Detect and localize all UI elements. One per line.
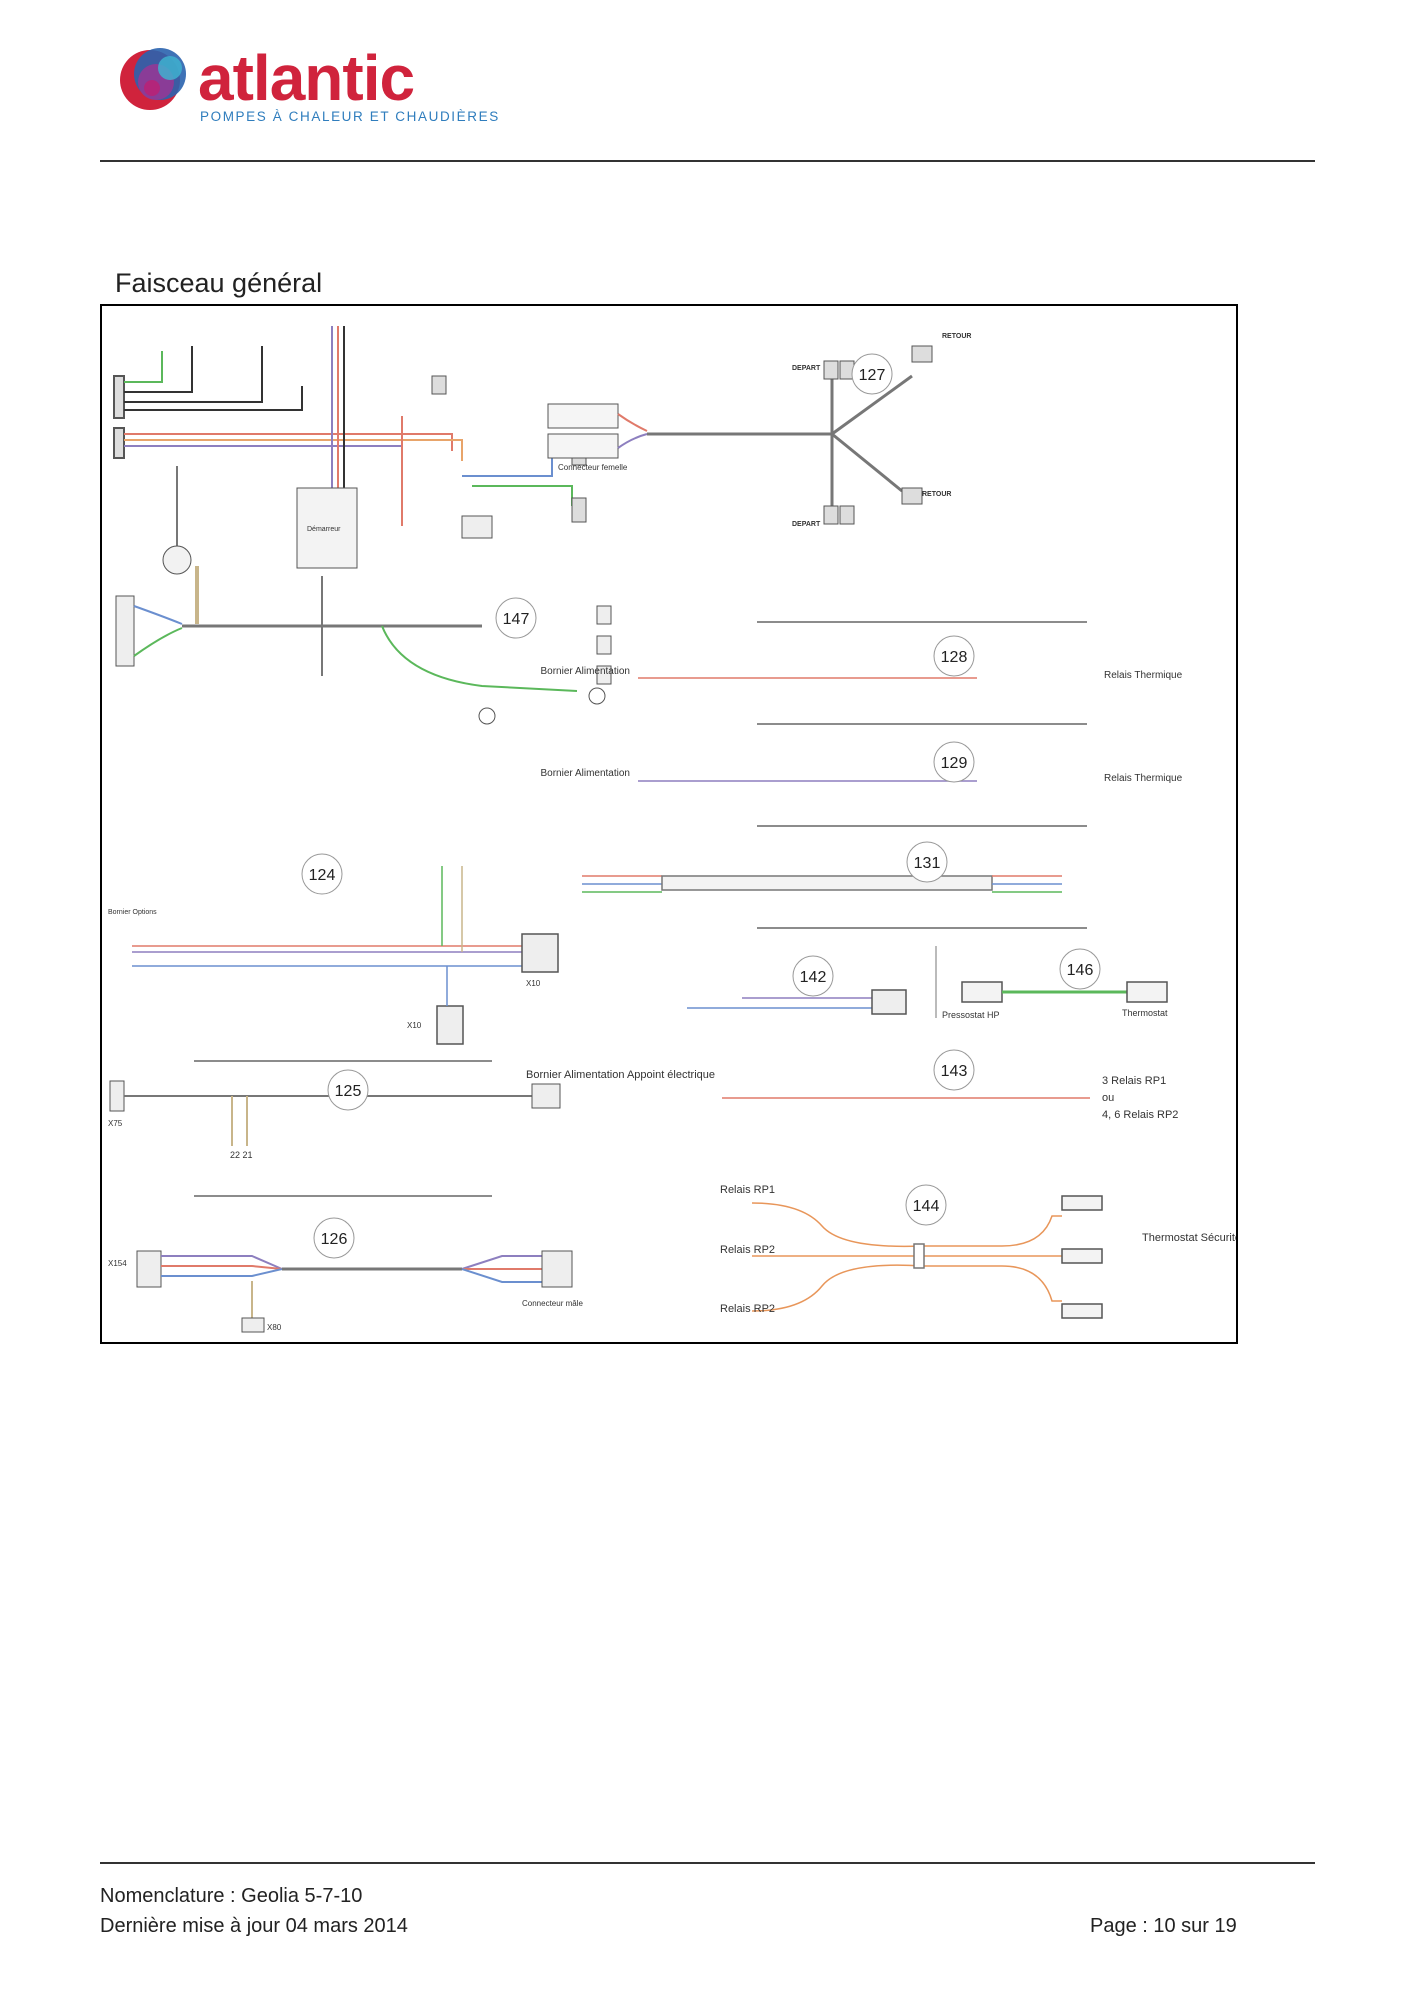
ou-label: ou <box>1102 1092 1114 1104</box>
relais-rp2-or-label: 4, 6 Relais RP2 <box>1102 1109 1178 1121</box>
bubble-143: 143 <box>933 1049 975 1091</box>
bornier-options-label: Bornier Options <box>108 909 157 916</box>
harness-147 <box>115 566 612 725</box>
relais-rp1-label: Relais RP1 <box>720 1184 775 1196</box>
bornier-alim-129: Bornier Alimentation <box>541 768 631 779</box>
harness-126 <box>136 1250 573 1333</box>
connecteur-male-label: Connecteur mâle <box>522 1299 583 1308</box>
svg-text:131: 131 <box>914 855 941 872</box>
bubble-126: 126 <box>313 1217 355 1259</box>
depart-label-top: DEPART <box>792 365 821 372</box>
retour-label-top: RETOUR <box>942 333 971 340</box>
section-title: Faisceau général <box>115 268 323 298</box>
demarreur-label: Démarreur <box>307 526 341 533</box>
bubble-128: 128 <box>933 635 975 677</box>
relais-thermique-129: Relais Thermique <box>1104 773 1183 784</box>
harness-131 <box>582 875 1062 893</box>
bubble-147: 147 <box>495 597 537 639</box>
x80-label: X80 <box>267 1323 282 1332</box>
brand-name: atlantic <box>198 42 415 114</box>
atlantic-logo <box>112 38 492 128</box>
footer-divider <box>100 1862 1315 1864</box>
retour-label-bottom: RETOUR <box>922 491 951 498</box>
diagram-canvas: Démarreur Connecteur femelle DEPART RETO… <box>108 326 1236 1333</box>
bubble-127: 127 <box>851 353 893 395</box>
svg-text:129: 129 <box>941 755 968 772</box>
relais-thermique-128: Relais Thermique <box>1104 670 1183 681</box>
relais-22-21-label: 22 21 <box>230 1150 253 1160</box>
svg-text:142: 142 <box>800 969 827 986</box>
bornier-alim-appoint-label: Bornier Alimentation Appoint électrique <box>526 1069 715 1081</box>
x154-label: X154 <box>108 1259 127 1268</box>
depart-label-bottom: DEPART <box>792 521 821 528</box>
svg-text:146: 146 <box>1067 962 1094 979</box>
svg-text:144: 144 <box>913 1198 940 1215</box>
svg-text:124: 124 <box>309 867 336 884</box>
harness-142 <box>687 989 907 1015</box>
harness-146 <box>961 981 1168 1003</box>
harness-127 <box>547 345 933 525</box>
relais-rp2-label-a: Relais RP2 <box>720 1244 775 1256</box>
bubble-129: 129 <box>933 741 975 783</box>
wiring-harness-diagram: Démarreur Connecteur femelle DEPART RETO… <box>100 304 1238 1344</box>
x10-label-a: X10 <box>526 979 541 988</box>
x10-label-b: X10 <box>407 1021 422 1030</box>
harness-125 <box>109 1080 561 1146</box>
harness-144 <box>751 1195 1103 1319</box>
bubble-125: 125 <box>327 1069 369 1111</box>
svg-text:126: 126 <box>321 1231 348 1248</box>
footer-last-update: Dernière mise à jour 04 mars 2014 <box>100 1915 408 1937</box>
footer-nomenclature: Nomenclature : Geolia 5-7-10 <box>100 1885 363 1907</box>
pressostat-hp-label: Pressostat HP <box>942 1010 1000 1020</box>
bubble-142: 142 <box>792 955 834 997</box>
harness-124 <box>132 866 559 1045</box>
thermostat-label: Thermostat <box>1122 1008 1168 1018</box>
x75-label: X75 <box>108 1119 123 1128</box>
svg-text:127: 127 <box>859 367 886 384</box>
bornier-alim-128: Bornier Alimentation <box>541 666 631 677</box>
thermostat-securite-label: Thermostat Sécurité Appoint Electrique <box>1142 1232 1236 1244</box>
svg-text:128: 128 <box>941 649 968 666</box>
svg-text:147: 147 <box>503 611 530 628</box>
bubble-131: 131 <box>906 841 948 883</box>
harness-147-top <box>113 326 587 575</box>
bubble-124: 124 <box>301 853 343 895</box>
svg-text:125: 125 <box>335 1083 362 1100</box>
footer-page-number: Page : 10 sur 19 <box>1090 1915 1237 1937</box>
brand-tagline: POMPES À CHALEUR ET CHAUDIÈRES <box>200 109 500 124</box>
bubble-146: 146 <box>1059 948 1101 990</box>
atlantic-swirl-icon <box>120 48 186 110</box>
svg-text:143: 143 <box>941 1063 968 1080</box>
relais-rp1-or-label: 3 Relais RP1 <box>1102 1075 1166 1087</box>
bubble-144: 144 <box>905 1184 947 1226</box>
relais-rp2-label-b: Relais RP2 <box>720 1303 775 1315</box>
header-divider <box>100 160 1315 162</box>
connecteur-femelle-label: Connecteur femelle <box>558 463 628 472</box>
